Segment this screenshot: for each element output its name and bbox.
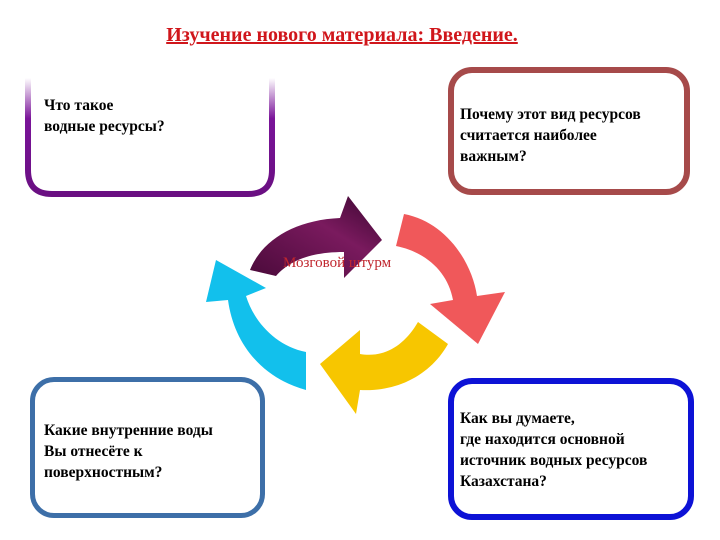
- top-right-question: Почему этот вид ресурсов считается наибо…: [460, 106, 641, 165]
- arrow-left-icon: [206, 260, 306, 390]
- arrow-top-icon: [250, 196, 382, 278]
- top-left-question: Что такое водные ресурсы?: [44, 97, 165, 135]
- bottom-left-box: [30, 377, 265, 518]
- bottom-left-question: Какие внутренние воды Вы отнесёте к пове…: [44, 422, 213, 481]
- slide-title: Изучение нового материала: Введение.: [166, 24, 518, 46]
- bottom-right-box: [448, 378, 694, 520]
- bottom-right-question: Как вы думаете, где находится основной и…: [460, 410, 648, 490]
- arrow-right-icon: [396, 214, 505, 344]
- brainstorm-label: Мозговой штурм: [283, 255, 392, 271]
- arrow-bottom-icon: [320, 322, 448, 414]
- top-right-box: [448, 67, 690, 195]
